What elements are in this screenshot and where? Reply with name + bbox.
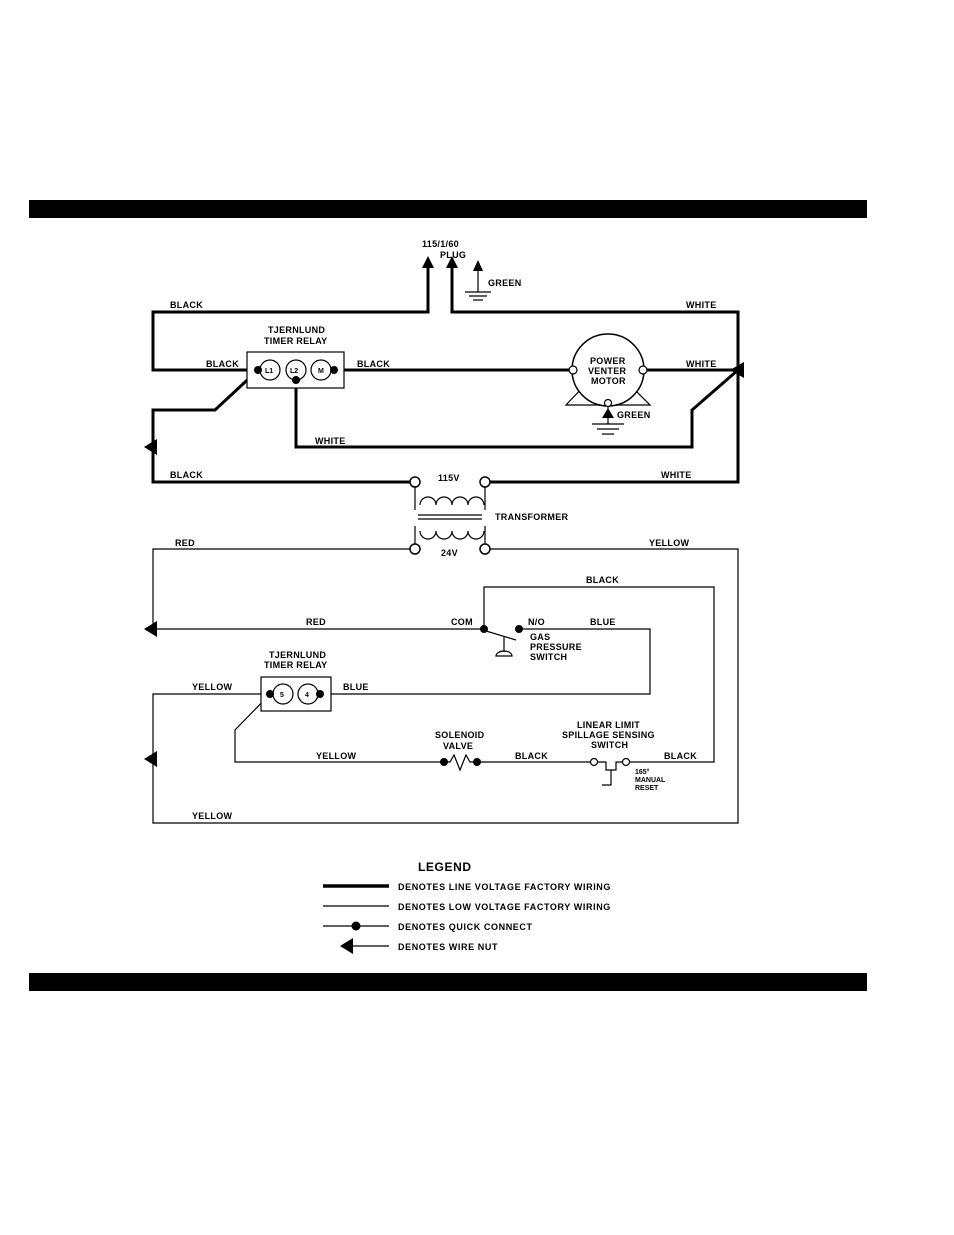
wire-label: BLACK [170, 470, 203, 480]
motor-ground-icon [592, 408, 624, 435]
solenoid-label: VALVE [443, 741, 473, 751]
line-voltage-wiring [151, 266, 740, 484]
relay-terminal: M [318, 368, 324, 375]
legend-item: DENOTES WIRE NUT [398, 942, 498, 952]
wire-nut-icon [144, 751, 157, 767]
plug-ground-label: GREEN [488, 278, 522, 288]
relay-top-title: TJERNLUND [268, 325, 325, 335]
solenoid-valve [440, 753, 481, 772]
wire-label: BLACK [206, 359, 239, 369]
top-timer-relay [246, 351, 345, 389]
legend-item: DENOTES LOW VOLTAGE FACTORY WIRING [398, 902, 611, 912]
motor-label: VENTER [588, 366, 627, 376]
wire-nut-icon [340, 938, 353, 954]
wire-nut-icon [730, 362, 744, 378]
limit-switch [589, 757, 631, 786]
wire-label: WHITE [686, 300, 717, 310]
quick-connect-icon [292, 376, 300, 384]
plug-label: PLUG [440, 250, 466, 260]
wire-label: YELLOW [316, 751, 357, 761]
top-divider-bar [29, 200, 867, 218]
bottom-divider-bar [29, 973, 867, 991]
wire-label: YELLOW [192, 811, 233, 821]
transformer [409, 476, 491, 555]
transformer-primary: 115V [438, 473, 460, 483]
gas-switch-label: SWITCH [530, 652, 567, 662]
wire-label: BLACK [586, 575, 619, 585]
wire-label: YELLOW [649, 538, 690, 548]
limit-switch-label: SPILLAGE SENSING [562, 730, 655, 740]
wire-label: RED [306, 617, 326, 627]
limit-manual: MANUAL [635, 777, 666, 784]
wire-label: BLACK [515, 751, 548, 761]
quick-connect-icon [266, 690, 274, 698]
quick-connect-icon [330, 366, 338, 374]
wire-label: RED [175, 538, 195, 548]
relay-terminal: L1 [265, 368, 273, 375]
supply-rating: 115/1/60 [422, 239, 459, 249]
motor-ground-label: GREEN [617, 410, 651, 420]
low-voltage-wiring [152, 548, 739, 824]
wire-label: WHITE [686, 359, 717, 369]
motor-label: POWER [590, 356, 626, 366]
power-venter-motor [564, 333, 652, 424]
wire-nut-icon [144, 621, 157, 637]
quick-connect-icon [316, 690, 324, 698]
transformer-label: TRANSFORMER [495, 512, 568, 522]
wire-label: YELLOW [192, 682, 233, 692]
plug-terminals [422, 256, 483, 292]
wire-label: BLACK [357, 359, 390, 369]
legend-item: DENOTES QUICK CONNECT [398, 922, 533, 932]
legend-item: DENOTES LINE VOLTAGE FACTORY WIRING [398, 882, 611, 892]
legend: LEGEND DENOTES LINE VOLTAGE FACTORY WIRI… [323, 860, 611, 954]
gas-pressure-switch [480, 625, 523, 657]
motor-label: MOTOR [591, 376, 626, 386]
wire-label: WHITE [661, 470, 692, 480]
wire-label: N/O [528, 617, 545, 627]
relay-bottom-subtitle: TIMER RELAY [264, 660, 327, 670]
wire-label: WHITE [315, 436, 346, 446]
limit-switch-label: SWITCH [591, 740, 628, 750]
wire-label: BLACK [170, 300, 203, 310]
plug-ground-icon [465, 291, 491, 301]
wire-label: BLUE [343, 682, 369, 692]
wire-label: COM [451, 617, 473, 627]
relay-bottom-title: TJERNLUND [269, 650, 326, 660]
solenoid-label: SOLENOID [435, 730, 485, 740]
relay-top-subtitle: TIMER RELAY [264, 336, 327, 346]
wire-nut-icon [144, 439, 157, 455]
wire-label: BLACK [664, 751, 697, 761]
limit-temp: 165° [635, 768, 650, 776]
quick-connect-icon [351, 921, 361, 931]
wire-label: BLUE [590, 617, 616, 627]
legend-title: LEGEND [418, 860, 472, 874]
quick-connect-icon [254, 366, 262, 374]
transformer-secondary: 24V [441, 548, 458, 558]
relay-terminal: 5 [280, 692, 284, 699]
gas-switch-label: PRESSURE [530, 642, 582, 652]
limit-switch-label: LINEAR LIMIT [577, 720, 640, 730]
limit-reset: RESET [635, 785, 659, 792]
gas-switch-label: GAS [530, 632, 550, 642]
relay-terminal: L2 [290, 368, 298, 375]
relay-terminal: 4 [305, 692, 309, 699]
bottom-timer-relay [260, 676, 332, 712]
